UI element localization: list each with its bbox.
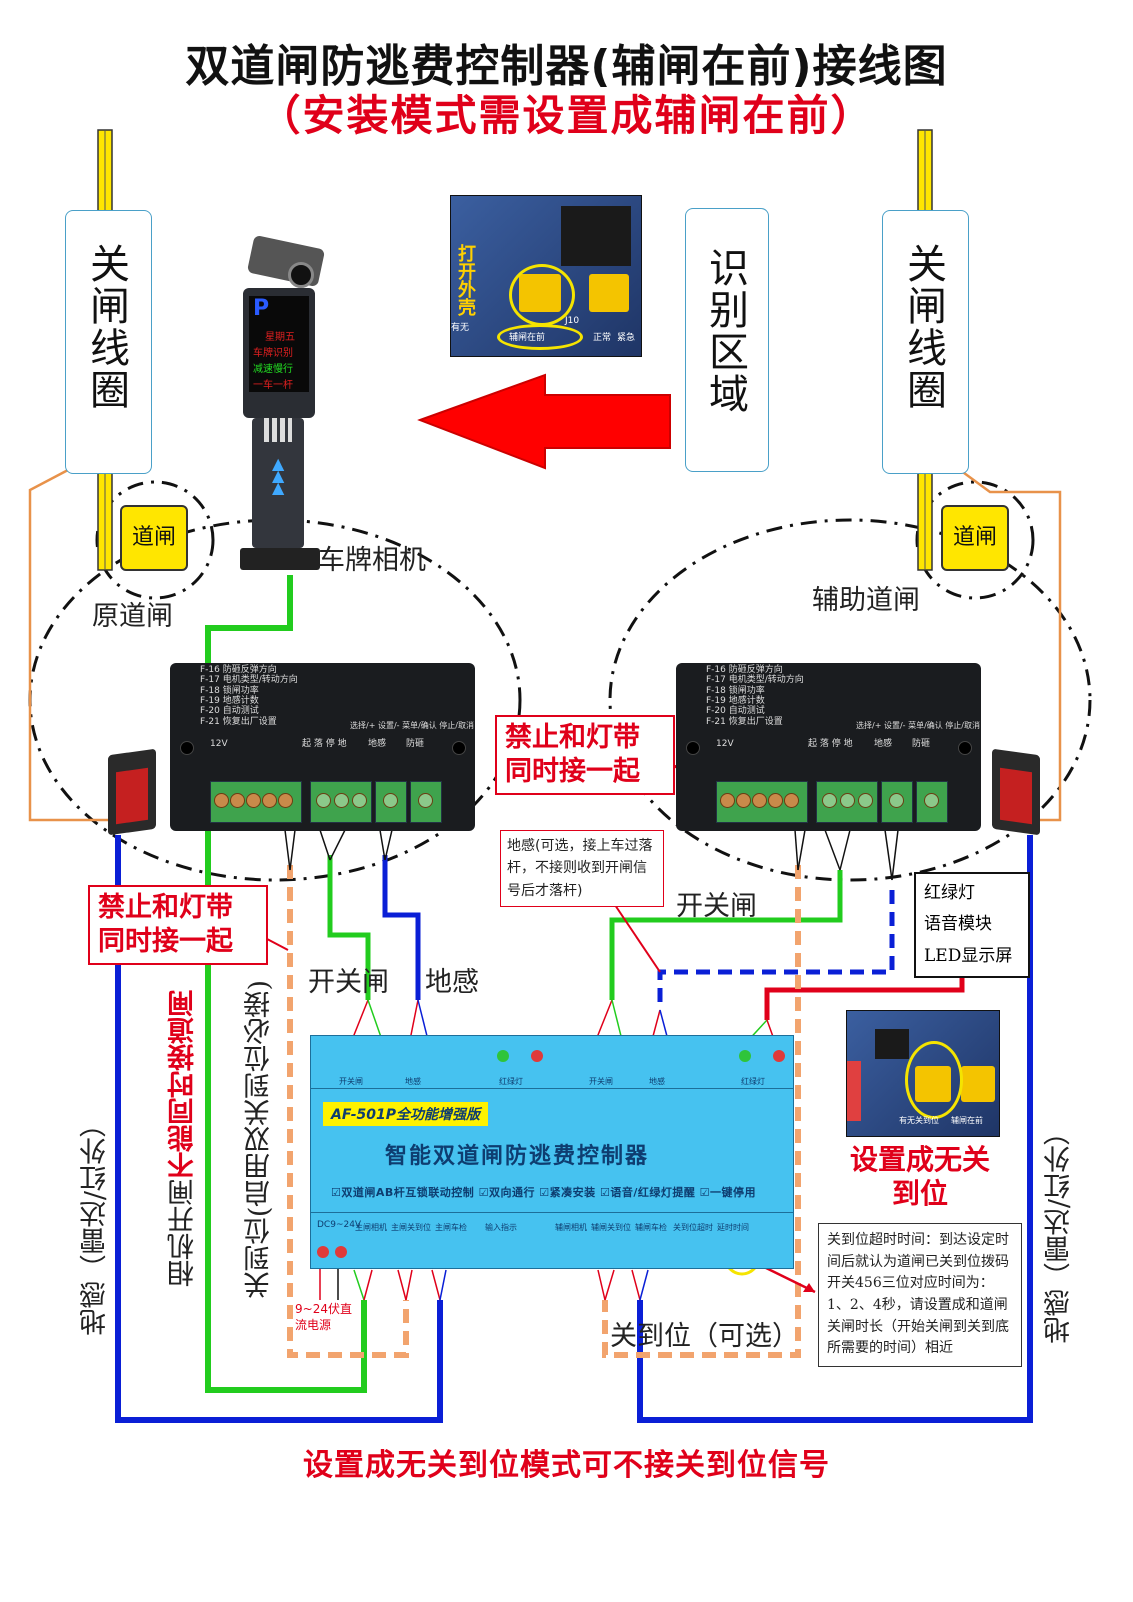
main-controller: 开关闸 地感 红绿灯 开关闸 地感 红绿灯 AF-501P全功能增强版 智能双道… (310, 1035, 794, 1269)
power-note: 9~24伏直流电源 (295, 1302, 352, 1332)
footer-note: 设置成无关到位模式可不接关到位信号 (303, 1448, 830, 1483)
controller-features: ☑双道闸AB杆互锁联动控制 ☑双向通行 ☑紧凑安装 ☑语音/红绿灯提醒 ☑一键停… (331, 1186, 757, 1199)
ground-left-label: 地感 (425, 967, 479, 998)
close-optional-label: 关到位（可选） (610, 1321, 799, 1352)
camera-p-icon: P (253, 296, 270, 321)
gate-left: 道闸 (120, 505, 188, 571)
ground-sensor-right-icon (992, 748, 1040, 836)
aux-gate-label: 辅助道闸 (812, 585, 920, 616)
open-close-right-label: 开关闸 (676, 891, 757, 922)
ground-sensor-note: 地感(可选，接上车过落杆，不接则收到开闸信号后才落杆) (500, 830, 664, 908)
camera-post: ▲▲▲ (252, 418, 304, 548)
ban-note-right: 禁止和灯带同时接一起 (495, 715, 675, 795)
set-no-close-label: 设置成无关到位 (849, 1143, 990, 1210)
coil-left-label: 关闸线圈 (83, 243, 129, 411)
coil-left-box: 关闸线圈 (65, 210, 152, 474)
direction-arrow (417, 373, 671, 470)
right-gate-circle (915, 480, 1035, 600)
coil-right-box: 关闸线圈 (882, 210, 969, 474)
right-close-wire (602, 865, 801, 1358)
close-timeout-info: 关到位超时时间：到达设定时间后就认为道闸已关到位拨码开关456三位对应时间为：1… (818, 1223, 1022, 1368)
controller-model: AF-501P全功能增强版 (323, 1102, 488, 1126)
right-zone-ellipse (608, 518, 1092, 882)
original-gate-label: 原道闸 (92, 601, 173, 632)
controller-power: DC9~24V (317, 1220, 362, 1230)
left-gate-circle (95, 480, 215, 600)
left-coil-wire (28, 468, 108, 822)
left-close-wire (287, 865, 409, 1358)
camera-green-wire (205, 575, 367, 1393)
peripherals-box: 红绿灯 语音模块 LED显示屏 (914, 872, 1030, 979)
controller-panel-left: F-16 防砸反弹方向 F-17 电机类型/转动方向 F-18 锁闸功率 F-1… (170, 663, 475, 831)
gate-right: 道闸 (941, 505, 1009, 571)
right-coil-wire (959, 468, 1062, 822)
camera-display: P 星期五 车牌识别 减速慢行 一车一杆 (243, 288, 315, 418)
camera-open-label: 相机开闸不能同时接道闸 (168, 990, 199, 1287)
board-photo-top: 打开外壳 有无 辅闸在前 正常 紧急 J10 (450, 195, 642, 357)
camera-label: 车牌相机 (318, 545, 426, 576)
recognition-area-box: 识别区域 (685, 208, 769, 472)
controller-panel-right: F-16 防砸反弹方向 F-17 电机类型/转动方向 F-18 锁闸功率 F-1… (676, 663, 981, 831)
board-photo-bottom: 有无关到位 辅闸在前 (846, 1010, 1000, 1137)
close-required-label: 关到位(启用双关到位必接) (244, 980, 275, 1299)
coil-right-label: 关闸线圈 (900, 243, 946, 411)
ground-radar-right-label: 地感（雷达/红外） (1044, 1118, 1075, 1344)
right-ground-wire (637, 835, 1033, 1423)
controller-name: 智能双道闸防逃费控制器 (385, 1144, 650, 1169)
page-title: 双道闸防逃费控制器(辅闸在前)接线图 (185, 41, 948, 92)
ground-radar-left-label: 地感（雷达/红外） (80, 1110, 111, 1336)
recognition-area-label: 识别区域 (702, 247, 748, 415)
open-close-left-label: 开关闸 (308, 967, 389, 998)
ban-note-left: 禁止和灯带同时接一起 (88, 885, 268, 965)
ground-sensor-left-icon (108, 748, 156, 836)
page-subtitle: （安装模式需设置成辅闸在前） (258, 91, 875, 140)
left-ground-wire (115, 835, 443, 1423)
